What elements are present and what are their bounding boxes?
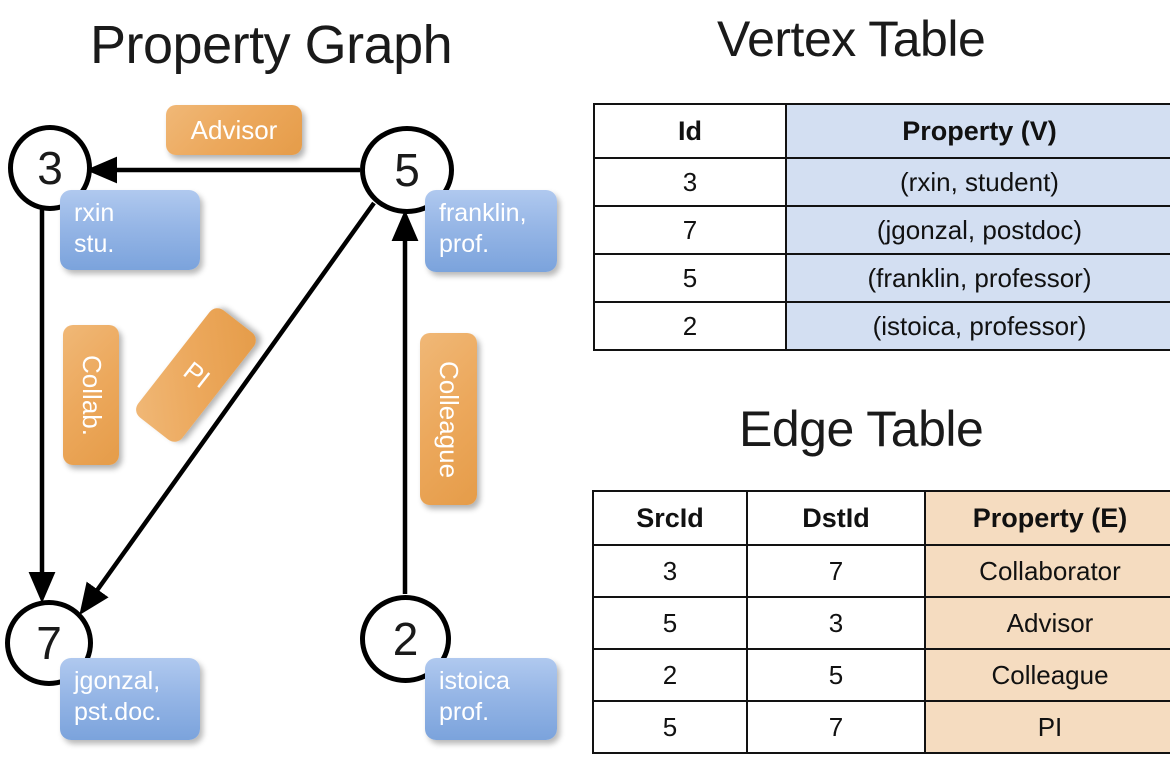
edge-cell-property: Collaborator bbox=[924, 544, 1170, 598]
edge-label-text: Advisor bbox=[190, 114, 278, 145]
vertex-cell-property: (jgonzal, postdoc) bbox=[785, 205, 1170, 255]
edge-label-advisor: Advisor bbox=[166, 105, 302, 155]
edge-cell-property: Advisor bbox=[924, 596, 1170, 650]
property-graph-title: Property Graph bbox=[90, 15, 453, 75]
node-property-line: pst.doc. bbox=[74, 697, 162, 726]
vertex-cell-property: (istoica, professor) bbox=[785, 301, 1170, 351]
table-header-row: SrcId DstId Property (E) bbox=[592, 490, 1170, 546]
edge-cell-srcid: 2 bbox=[592, 648, 748, 702]
edge-cell-dstid: 5 bbox=[746, 648, 926, 702]
property-graph-panel: Property Graph 3 5 7 2 rxin stu. bbox=[5, 15, 557, 740]
edge-cell-dstid: 7 bbox=[746, 544, 926, 598]
node-property-line: rxin bbox=[74, 199, 115, 227]
node-property-line: prof. bbox=[439, 697, 490, 726]
table-row[interactable]: 2 5 Colleague bbox=[592, 648, 1170, 702]
vertex-cell-property: (franklin, professor) bbox=[785, 253, 1170, 303]
edge-label-text: Collab. bbox=[76, 354, 107, 436]
table-row[interactable]: 5 (franklin, professor) bbox=[593, 253, 1170, 303]
vertex-header-id: Id bbox=[593, 103, 787, 159]
edge-label-colleague: Colleague bbox=[420, 333, 477, 505]
vertex-cell-id: 2 bbox=[593, 301, 787, 351]
edge-header-srcid: SrcId bbox=[592, 490, 748, 546]
node-property-line: stu. bbox=[74, 229, 115, 258]
node-property-box-7: jgonzal, pst.doc. bbox=[60, 658, 200, 740]
edge-cell-dstid: 3 bbox=[746, 596, 926, 650]
table-row[interactable]: 5 7 PI bbox=[592, 700, 1170, 754]
table-header-row: Id Property (V) bbox=[593, 103, 1170, 159]
vertex-cell-id: 7 bbox=[593, 205, 787, 255]
edge-label-text: PI bbox=[177, 355, 216, 394]
node-property-line: prof. bbox=[439, 229, 490, 258]
edge-5-to-7 bbox=[79, 201, 376, 616]
edge-header-property: Property (E) bbox=[924, 490, 1170, 546]
edge-table-title: Edge Table bbox=[739, 401, 984, 457]
vertex-table: Id Property (V) 3 (rxin, student) 7 (jgo… bbox=[593, 103, 1170, 351]
edge-cell-property: PI bbox=[924, 700, 1170, 754]
vertex-header-property: Property (V) bbox=[785, 103, 1170, 159]
table-row[interactable]: 5 3 Advisor bbox=[592, 596, 1170, 650]
edge-cell-dstid: 7 bbox=[746, 700, 926, 754]
vertex-table-title: Vertex Table bbox=[717, 11, 986, 67]
edge-label-collab: Collab. bbox=[63, 325, 119, 465]
edge-cell-srcid: 3 bbox=[592, 544, 748, 598]
table-row[interactable]: 3 (rxin, student) bbox=[593, 157, 1170, 207]
table-row[interactable]: 7 (jgonzal, postdoc) bbox=[593, 205, 1170, 255]
node-property-box-2: istoica prof. bbox=[425, 658, 557, 740]
edge-cell-srcid: 5 bbox=[592, 700, 748, 754]
table-row[interactable]: 3 7 Collaborator bbox=[592, 544, 1170, 598]
edge-header-dstid: DstId bbox=[746, 490, 926, 546]
node-property-line: istoica bbox=[439, 667, 510, 695]
edge-cell-srcid: 5 bbox=[592, 596, 748, 650]
edge-table: SrcId DstId Property (E) 3 7 Collaborato… bbox=[592, 490, 1170, 754]
graph-edges-svg bbox=[28, 156, 419, 616]
node-property-line: jgonzal, bbox=[74, 667, 161, 695]
node-property-box-5: franklin, prof. bbox=[425, 190, 557, 272]
vertex-cell-property: (rxin, student) bbox=[785, 157, 1170, 207]
node-property-line: franklin, bbox=[439, 199, 527, 227]
vertex-cell-id: 5 bbox=[593, 253, 787, 303]
graph-node-2[interactable]: 2 bbox=[360, 595, 451, 683]
edge-cell-property: Colleague bbox=[924, 648, 1170, 702]
vertex-cell-id: 3 bbox=[593, 157, 787, 207]
edge-label-text: Colleague bbox=[434, 360, 464, 478]
node-property-box-3: rxin stu. bbox=[60, 190, 200, 270]
table-row[interactable]: 2 (istoica, professor) bbox=[593, 301, 1170, 351]
